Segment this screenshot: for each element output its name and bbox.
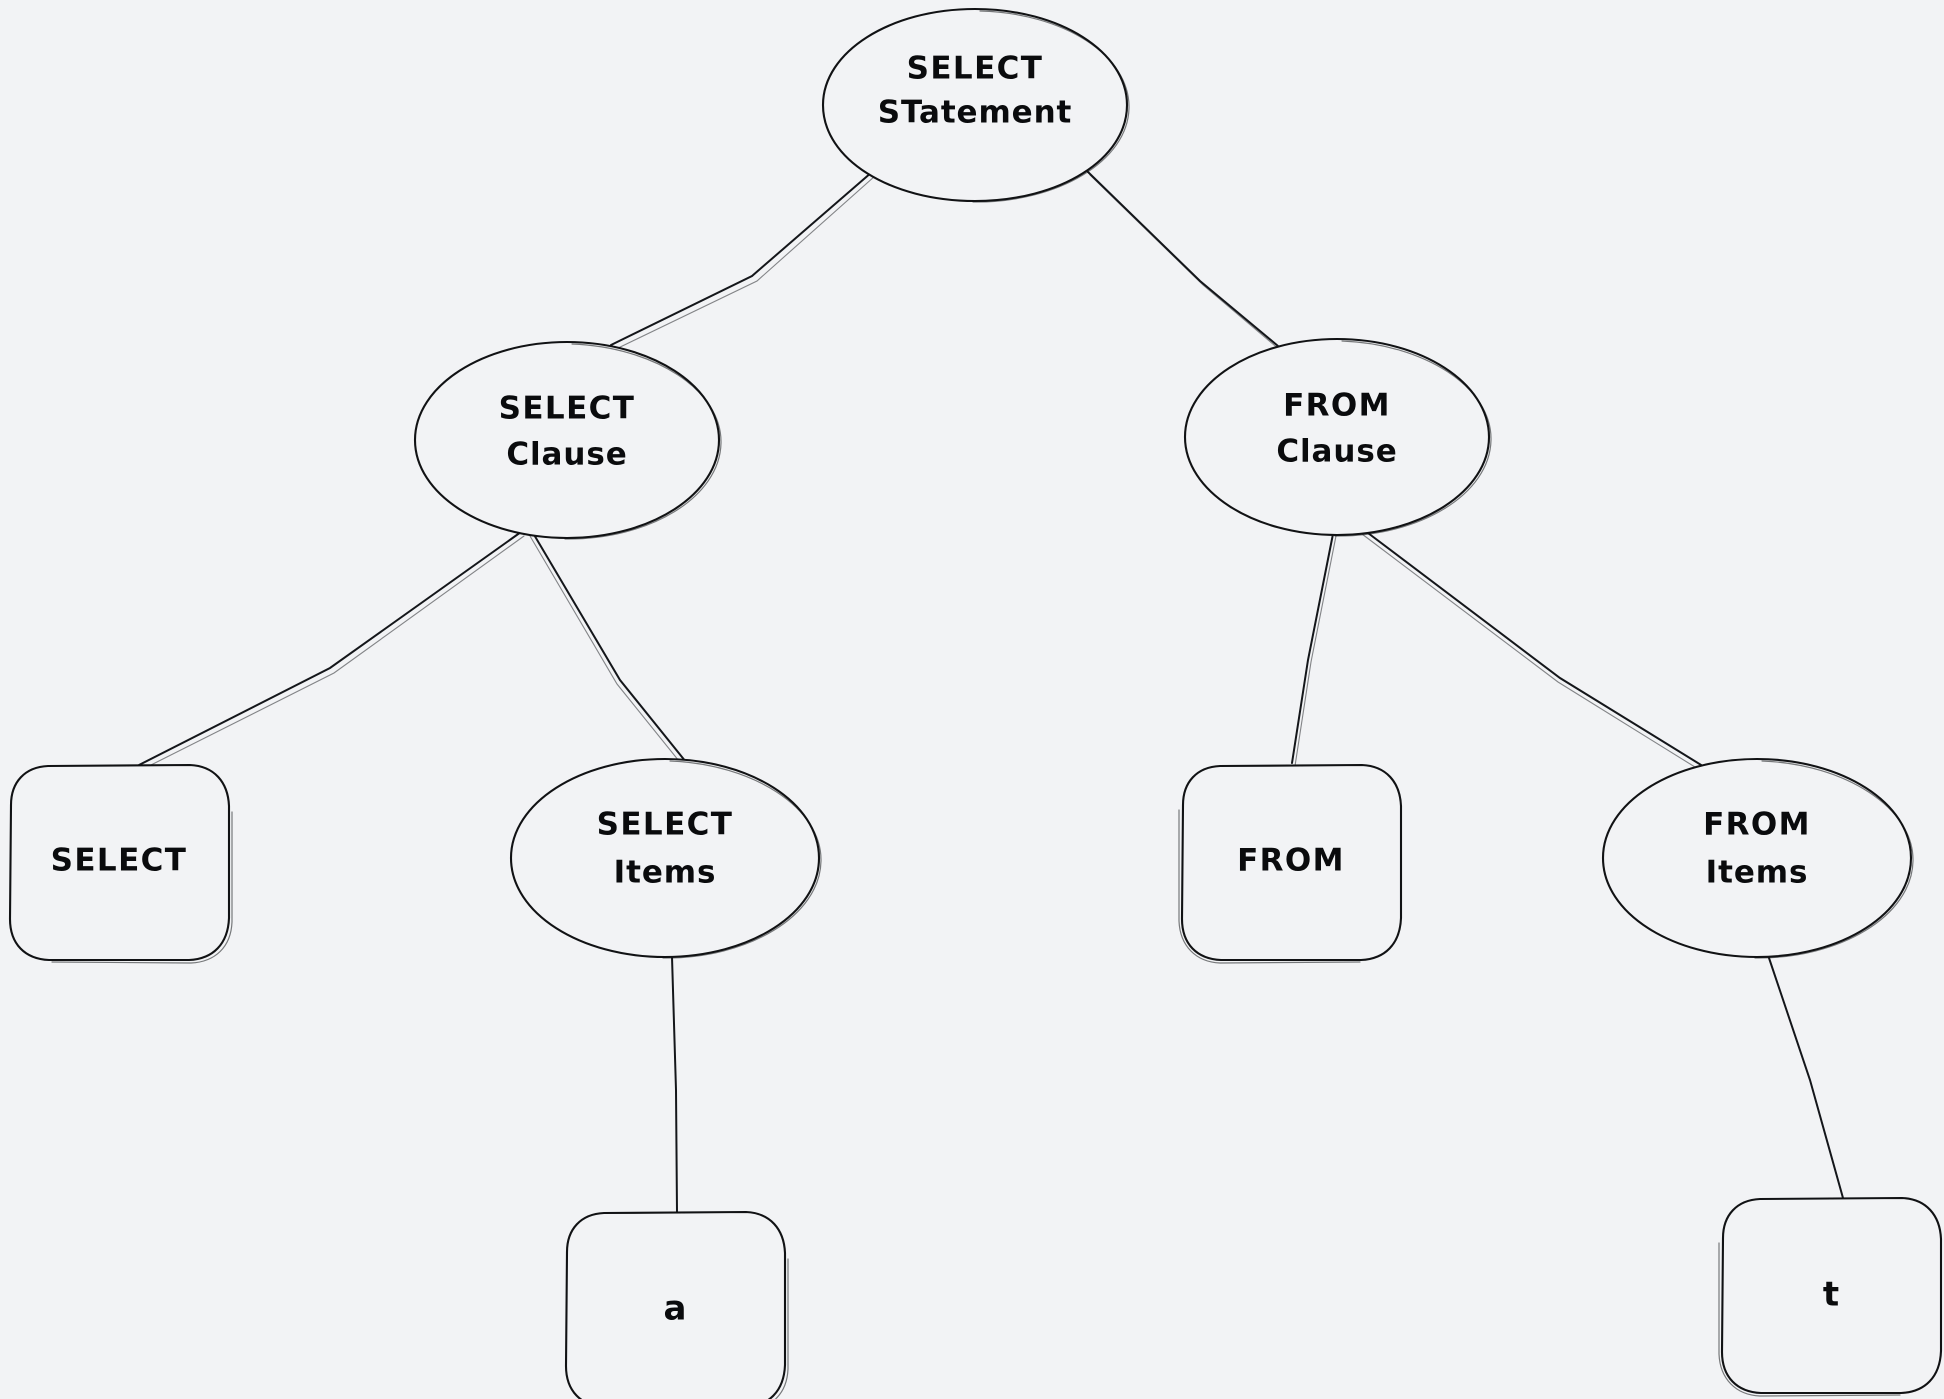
node-select-clause[interactable]: SELECT Clause [413, 340, 722, 540]
node-from-items[interactable]: FROM Items [1601, 757, 1914, 959]
node-from-items-line1: FROM [1703, 807, 1811, 843]
edge-select-clause-to-select-items [529, 532, 687, 767]
node-select-statement-line1: SELECT [907, 51, 1044, 87]
node-table-t[interactable]: t [1718, 1196, 1943, 1397]
node-table-t-label: t [1823, 1275, 1839, 1315]
node-select-terminal[interactable]: SELECT [8, 763, 233, 964]
node-from-items-line2: Items [1706, 855, 1809, 891]
node-select-clause-line1: SELECT [499, 391, 636, 427]
node-column-a[interactable]: a [564, 1210, 789, 1399]
node-select-statement-line2: STatement [878, 95, 1073, 131]
node-from-clause-line1: FROM [1283, 388, 1391, 424]
node-column-a-label: a [664, 1289, 687, 1329]
node-from-terminal-label: FROM [1237, 843, 1345, 879]
edge-from-clause-to-from-items [1361, 529, 1707, 773]
edge-root-to-from-clause [1087, 171, 1281, 351]
edge-from-clause-to-from-terminal [1291, 533, 1337, 767]
edge-group [138, 171, 1844, 1213]
edge-select-items-to-column-a [671, 956, 678, 1213]
node-from-clause[interactable]: FROM Clause [1183, 337, 1492, 537]
edge-from-items-to-table-t [1767, 954, 1844, 1199]
node-from-clause-line2: Clause [1276, 434, 1397, 470]
node-select-clause-line2: Clause [506, 437, 627, 473]
node-select-statement[interactable]: SELECT STatement [821, 7, 1130, 203]
node-select-items[interactable]: SELECT Items [509, 757, 822, 959]
edge-select-clause-to-select-terminal [138, 531, 525, 770]
edge-root-to-select-clause [610, 171, 876, 351]
node-select-items-line2: Items [614, 855, 717, 891]
node-select-items-line1: SELECT [597, 807, 734, 843]
node-select-terminal-label: SELECT [51, 843, 188, 879]
node-from-terminal[interactable]: FROM [1178, 763, 1403, 964]
